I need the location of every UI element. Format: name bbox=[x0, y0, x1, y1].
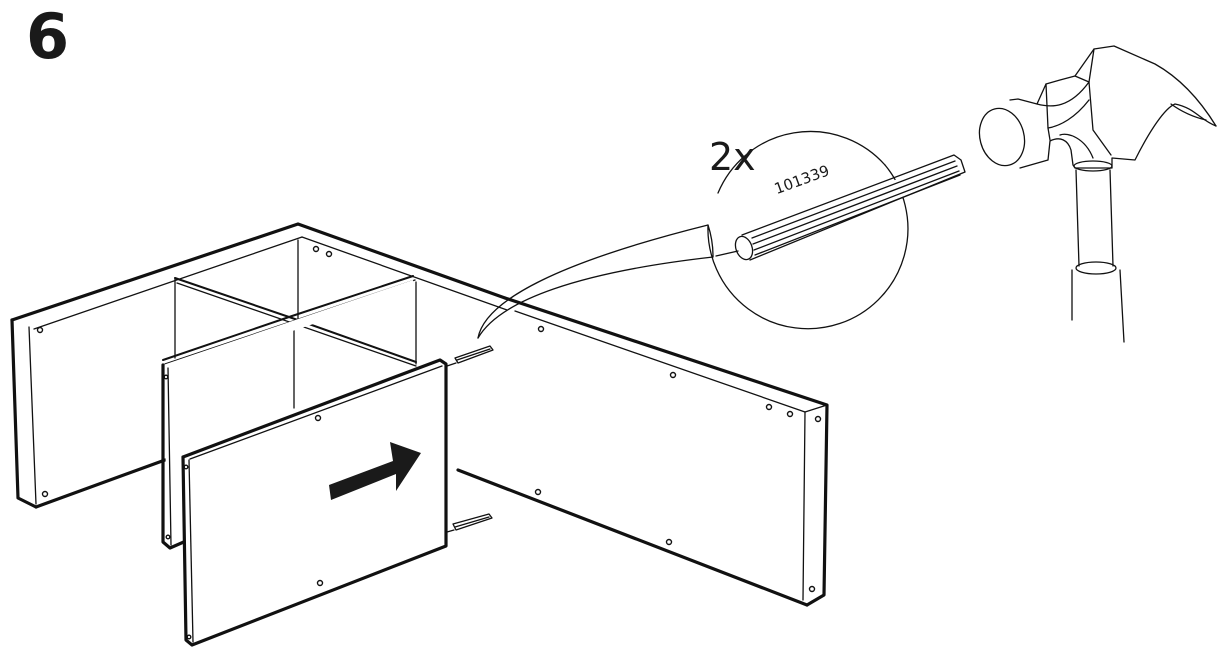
dowel-callout bbox=[477, 130, 966, 339]
arrow-right-icon bbox=[329, 442, 421, 500]
step-number: 6 bbox=[26, 0, 70, 73]
right-side-panel bbox=[456, 296, 829, 607]
hammer-icon bbox=[978, 45, 1217, 343]
quantity-label: 2x bbox=[709, 135, 756, 179]
front-panel bbox=[181, 358, 448, 647]
dowel-top bbox=[446, 345, 494, 367]
middle-panel bbox=[161, 280, 415, 550]
left-side-panel bbox=[10, 222, 508, 509]
dowel-enlarged bbox=[715, 154, 966, 261]
dowel-bottom bbox=[446, 513, 493, 533]
